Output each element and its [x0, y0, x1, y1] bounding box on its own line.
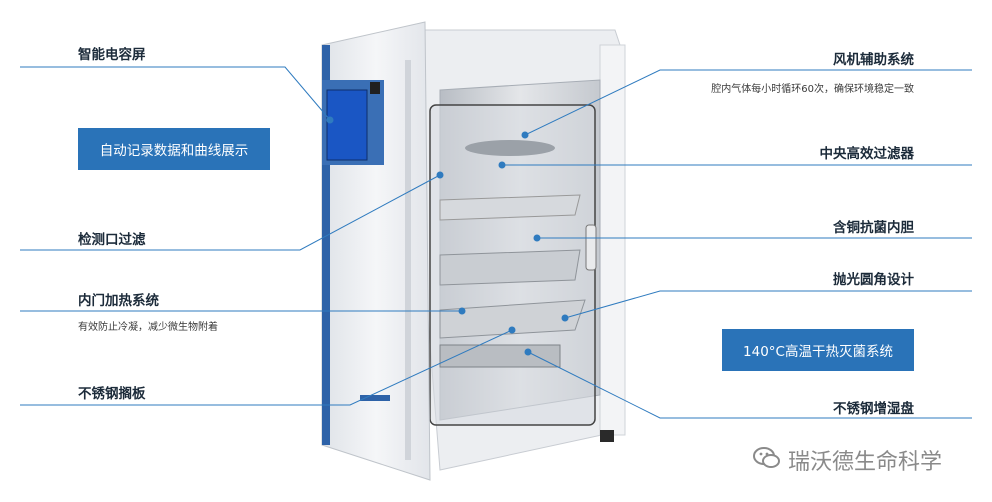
label-hepa-filter: 中央高效过滤器 [819, 146, 915, 162]
label-copper-chamber: 含铜抗菌内胆 [833, 220, 914, 236]
label-touchscreen: 智能电容屏 [78, 47, 146, 63]
record-data-box: 自动记录数据和曲线展示 [78, 128, 270, 170]
label-port-filter: 检测口过滤 [78, 232, 146, 248]
wechat-icon [752, 443, 782, 473]
watermark-text: 瑞沃德生命科学 [788, 450, 943, 475]
label-fan-system: 风机辅助系统 [833, 52, 914, 68]
label-humidity-pan: 不锈钢增湿盘 [833, 401, 914, 417]
label-inner-door-heating: 内门加热系统 [78, 293, 159, 309]
sterilization-box: 140°C高温干热灭菌系统 [722, 329, 914, 371]
label-shelf: 不锈钢搁板 [78, 386, 146, 402]
desc-fan-system: 腔内气体每小时循环60次，确保环境稳定一致 [711, 84, 914, 95]
label-rounded-corners: 抛光圆角设计 [833, 272, 914, 288]
desc-inner-door-heating: 有效防止冷凝，减少微生物附着 [78, 322, 218, 333]
